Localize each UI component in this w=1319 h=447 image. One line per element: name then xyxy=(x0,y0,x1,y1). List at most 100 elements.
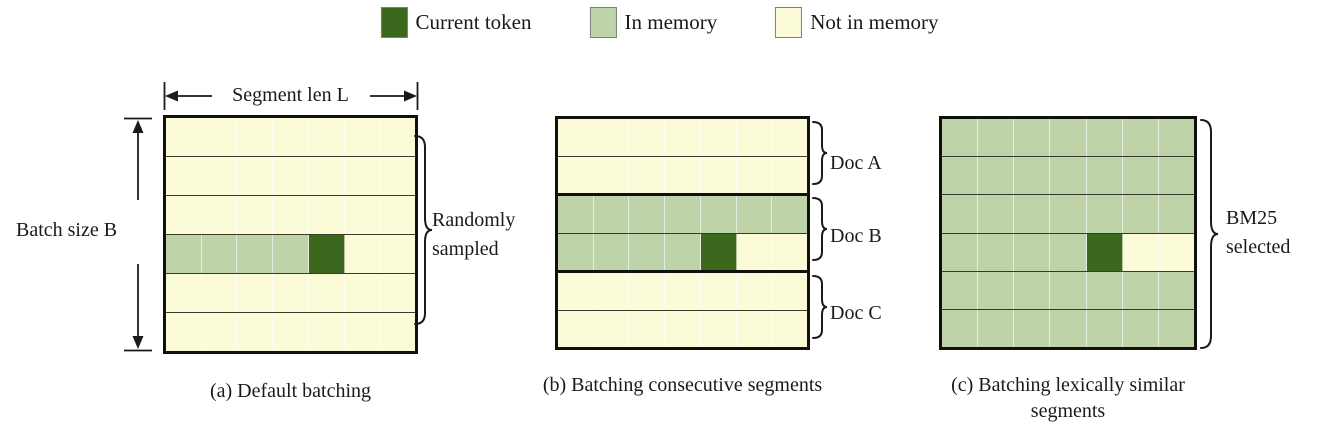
in-memory-cell xyxy=(593,233,630,270)
doc-a-brace xyxy=(812,121,828,185)
grid-row xyxy=(166,235,416,274)
in-memory-cell xyxy=(1050,195,1087,233)
grid-lexically-similar xyxy=(939,116,1197,350)
in-memory-cell xyxy=(1122,157,1159,195)
grid-row xyxy=(166,157,416,196)
not-in-memory-cell xyxy=(558,119,594,156)
not-in-memory-cell xyxy=(273,313,309,351)
in-memory-cell xyxy=(942,195,979,233)
not-in-memory-cell xyxy=(629,156,666,193)
in-memory-cell xyxy=(978,309,1015,348)
in-memory-cell xyxy=(201,235,238,273)
not-in-memory-cell xyxy=(700,273,737,310)
not-in-memory-cell xyxy=(593,119,630,156)
not-in-memory-cell xyxy=(201,157,238,195)
not-in-memory-cell xyxy=(201,118,238,156)
not-in-memory-cell xyxy=(665,119,701,156)
segment-len-label: Segment len L xyxy=(232,84,349,106)
in-memory-cell xyxy=(1158,157,1194,195)
randomly-sampled-line1: Randomly xyxy=(432,209,516,231)
in-memory-cell xyxy=(736,196,773,233)
not-in-memory-cell xyxy=(308,157,345,195)
not-in-memory-cell xyxy=(736,119,773,156)
not-in-memory-cell xyxy=(736,310,773,347)
in-memory-cell xyxy=(1014,271,1051,309)
caption-consecutive-segments: (b) Batching consecutive segments xyxy=(542,374,823,396)
bm25-selected-brace xyxy=(1200,119,1219,349)
in-memory-cell xyxy=(1086,271,1123,309)
in-memory-cell xyxy=(942,309,979,348)
grid-row xyxy=(942,157,1194,196)
in-memory-cell xyxy=(942,233,979,271)
grid-row xyxy=(942,195,1194,234)
not-in-memory-cell xyxy=(273,196,309,234)
in-memory-cell xyxy=(1122,195,1159,233)
in-memory-cell xyxy=(237,235,274,273)
not-in-memory-cell xyxy=(344,235,381,273)
in-memory-cell xyxy=(978,157,1015,195)
in-memory-cell xyxy=(1050,271,1087,309)
grid-row xyxy=(166,274,416,313)
in-memory-cell xyxy=(629,196,666,233)
not-in-memory-cell xyxy=(700,310,737,347)
not-in-memory-cell xyxy=(380,196,416,234)
segment-len-arrow xyxy=(163,82,419,110)
in-memory-cell xyxy=(1086,195,1123,233)
not-in-memory-cell xyxy=(344,157,381,195)
caption-default-batching: (a) Default batching xyxy=(209,380,372,402)
not-in-memory-cell xyxy=(237,274,274,312)
batch-size-label: Batch size B xyxy=(16,217,124,244)
doc-a-label: Doc A xyxy=(830,152,882,174)
in-memory-cell xyxy=(1122,309,1159,348)
legend-label-not-in-memory: Not in memory xyxy=(810,10,939,34)
not-in-memory-cell xyxy=(308,313,345,351)
grid-row xyxy=(166,118,416,157)
in-memory-cell xyxy=(1050,233,1087,271)
not-in-memory-cell xyxy=(772,310,808,347)
not-in-memory-cell xyxy=(772,273,808,310)
legend-item-current-token: Current token xyxy=(380,7,532,38)
legend-label-current-token: Current token xyxy=(415,10,532,34)
not-in-memory-cell xyxy=(308,118,345,156)
not-in-memory-cell xyxy=(273,157,309,195)
current-token-cell xyxy=(1086,233,1123,271)
not-in-memory-cell xyxy=(558,310,594,347)
not-in-memory-cell xyxy=(166,118,202,156)
grid-row xyxy=(558,196,808,234)
in-memory-cell xyxy=(558,196,594,233)
current-token-swatch xyxy=(380,7,408,38)
not-in-memory-cell xyxy=(380,157,416,195)
legend-item-in-memory: In memory xyxy=(589,7,717,38)
not-in-memory-cell xyxy=(736,233,773,270)
grid-row xyxy=(558,310,808,347)
not-in-memory-cell xyxy=(772,119,808,156)
not-in-memory-cell xyxy=(700,156,737,193)
not-in-memory-cell xyxy=(308,274,345,312)
grid-default-batching xyxy=(163,115,418,354)
in-memory-cell xyxy=(665,196,701,233)
in-memory-cell xyxy=(1014,233,1051,271)
not-in-memory-cell xyxy=(629,310,666,347)
in-memory-cell xyxy=(166,235,202,273)
caption-lexically-similar: (c) Batching lexically similar segments xyxy=(951,374,1185,423)
doc-b-label: Doc B xyxy=(830,225,882,247)
not-in-memory-cell xyxy=(736,156,773,193)
grid-row xyxy=(558,119,808,157)
in-memory-swatch xyxy=(589,7,617,38)
not-in-memory-cell xyxy=(380,118,416,156)
not-in-memory-cell xyxy=(380,313,416,351)
not-in-memory-cell xyxy=(629,273,666,310)
not-in-memory-cell xyxy=(237,157,274,195)
in-memory-cell xyxy=(978,271,1015,309)
not-in-memory-cell xyxy=(1122,233,1159,271)
not-in-memory-cell xyxy=(736,273,773,310)
in-memory-cell xyxy=(1050,119,1087,157)
in-memory-cell xyxy=(978,195,1015,233)
not-in-memory-cell xyxy=(308,196,345,234)
doc-c-brace xyxy=(812,275,828,339)
not-in-memory-cell xyxy=(558,273,594,310)
in-memory-cell xyxy=(629,233,666,270)
current-token-cell xyxy=(700,233,737,270)
not-in-memory-cell xyxy=(344,274,381,312)
